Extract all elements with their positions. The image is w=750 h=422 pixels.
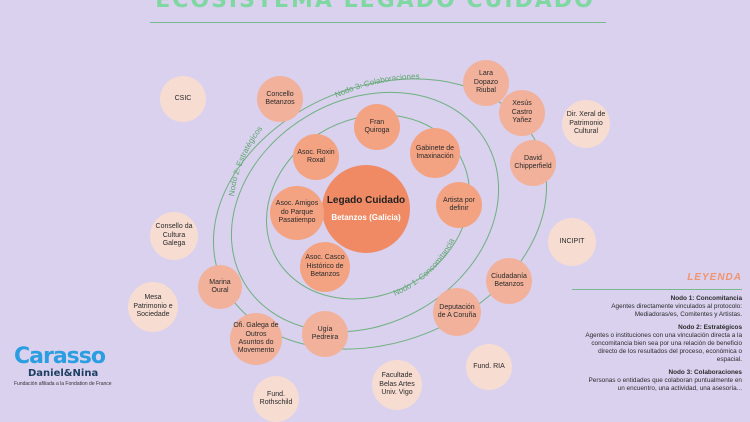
node-asoc-amigos-parque[interactable]: Asoc. Amigos do Parque Pasatiempo — [270, 186, 324, 240]
carasso-logo: Carasso Daniel&Nina Fundación afiliada a… — [14, 344, 134, 388]
node-facultade-belas-artes[interactable]: Facultade Belas Artes Univ. Vigo — [372, 360, 422, 410]
ring-label-estrategicos: Nodo 2: Estratégicos — [227, 124, 264, 196]
logo-main: Carasso — [14, 344, 106, 369]
node-deputacion-coruna[interactable]: Deputación de A Coruña — [433, 288, 481, 336]
node-fund-rothschild[interactable]: Fund. Rothschild — [253, 376, 299, 422]
legend-n3-desc: Personas o entidades que colaboran puntu… — [588, 376, 743, 392]
node-concello-betanzos[interactable]: Concello Betanzos — [257, 76, 303, 122]
ring-label-concomitancia: Nodo 1: Concomitancia — [392, 236, 457, 297]
node-ofi-galega[interactable]: Ofi. Galega de Outros Asuntos do Movemen… — [230, 313, 282, 365]
ring-label-colaboraciones: Nodo 3: Colaboraciones — [334, 72, 420, 100]
node-asoc-roxin-roxal[interactable]: Asoc. Roxin Roxal — [293, 134, 339, 180]
node-ugia-pedreira[interactable]: Ugía Pedreira — [302, 311, 348, 357]
node-csic[interactable]: CSIC — [160, 76, 206, 122]
legend-n1-desc: Agentes directamente vinculados al proto… — [611, 302, 742, 318]
center-title: Legado Cuidado — [326, 195, 406, 207]
center-subtitle: Betanzos (Galicia) — [331, 213, 401, 223]
node-marina-oural[interactable]: Marina Oural — [198, 265, 242, 309]
logo-sub: Daniel&Nina — [28, 368, 99, 379]
node-artista-por-definir[interactable]: Artista por definir — [436, 182, 482, 228]
node-jesus-castro[interactable]: Xesús Castro Yañez — [499, 90, 545, 136]
legend-n3-title: Nodo 3: Colaboraciones — [668, 368, 742, 376]
legend-title: LEYENDA — [687, 272, 742, 283]
node-fund-ria[interactable]: Fund. RIA — [466, 344, 512, 390]
node-consello-cultura[interactable]: Consello da Cultura Galega — [150, 212, 198, 260]
legend-n2-title: Nodo 2: Estratégicos — [678, 323, 742, 331]
node-asoc-casco-historico[interactable]: Asoc. Casco Histórico de Betanzos — [300, 242, 350, 292]
ring-concomitancia — [266, 114, 470, 300]
legend-n1-title: Nodo 1: Concomitancia — [670, 294, 742, 302]
node-lara-dopazo[interactable]: Lara Dopazo Riubal — [463, 60, 509, 106]
legend-divider — [572, 288, 742, 290]
node-gabinete-imaxinacion[interactable]: Gabinete de Imaxinación — [410, 128, 460, 178]
node-incipit[interactable]: INCIPIT — [548, 218, 596, 266]
legend: LEYENDA Nodo 1: Concomitancia Agentes di… — [572, 272, 743, 393]
logo-tagline: Fundación afiliada a la Fondation de Fra… — [14, 381, 112, 387]
node-mesa-patrimonio[interactable]: Mesa Patrimonio e Sociedade — [128, 282, 178, 332]
center-node[interactable]: Legado Cuidado Betanzos (Galicia) — [322, 165, 410, 253]
ring-estrategicos — [230, 91, 500, 333]
page-title: ECOSISTEMA LEGADO CUIDADO — [155, 0, 595, 13]
node-dir-xeral-patrimonio[interactable]: Dir. Xeral de Patrimonio Cultural — [562, 100, 610, 148]
node-ciudadania-betanzos[interactable]: Ciudadanía Betanzos — [486, 258, 532, 304]
node-fran-quiroga[interactable]: Fran Quiroga — [354, 104, 400, 150]
legend-n2-desc: Agentes o instituciones con una vinculac… — [585, 331, 742, 363]
node-david-chipperfield[interactable]: David Chipperfield — [510, 140, 556, 186]
title-divider — [150, 22, 606, 23]
